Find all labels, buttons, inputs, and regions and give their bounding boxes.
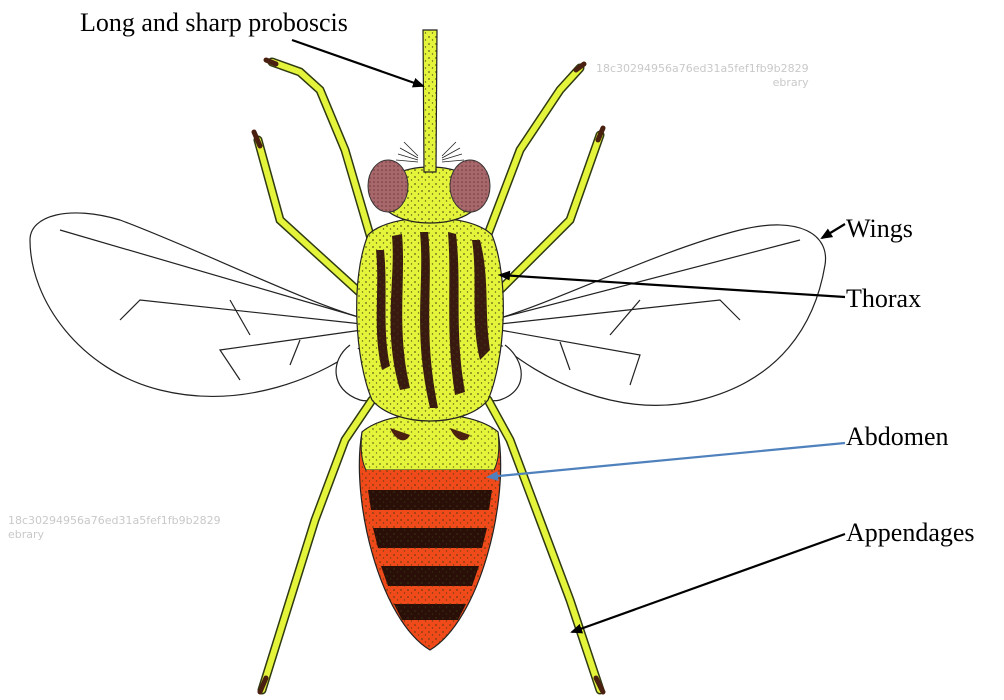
thorax [357,218,504,421]
label-thorax: Thorax [846,286,921,312]
right-wing [471,225,825,405]
watermark-top-line1: 18c30294956a76ed31a5fef1fb9b2829 [596,62,809,76]
watermark-left-line2: ebrary [8,528,221,542]
right-eye [450,160,490,212]
watermark-left-line1: 18c30294956a76ed31a5fef1fb9b2829 [8,514,221,528]
left-wing [30,213,391,401]
abdomen [359,414,500,650]
label-abdomen: Abdomen [846,424,949,450]
watermark-top: 18c30294956a76ed31a5fef1fb9b2829 ebrary [596,62,809,90]
proboscis [423,30,437,172]
label-wings: Wings [846,216,913,242]
watermark-left: 18c30294956a76ed31a5fef1fb9b2829 ebrary [8,514,221,542]
label-appendages: Appendages [846,520,975,546]
arrow-appendages [572,534,845,632]
watermark-top-line2: ebrary [596,76,809,90]
label-proboscis: Long and sharp proboscis [80,10,348,36]
left-eye [368,160,408,212]
arrow-wings [822,224,845,238]
arrow-abdomen [488,443,845,477]
